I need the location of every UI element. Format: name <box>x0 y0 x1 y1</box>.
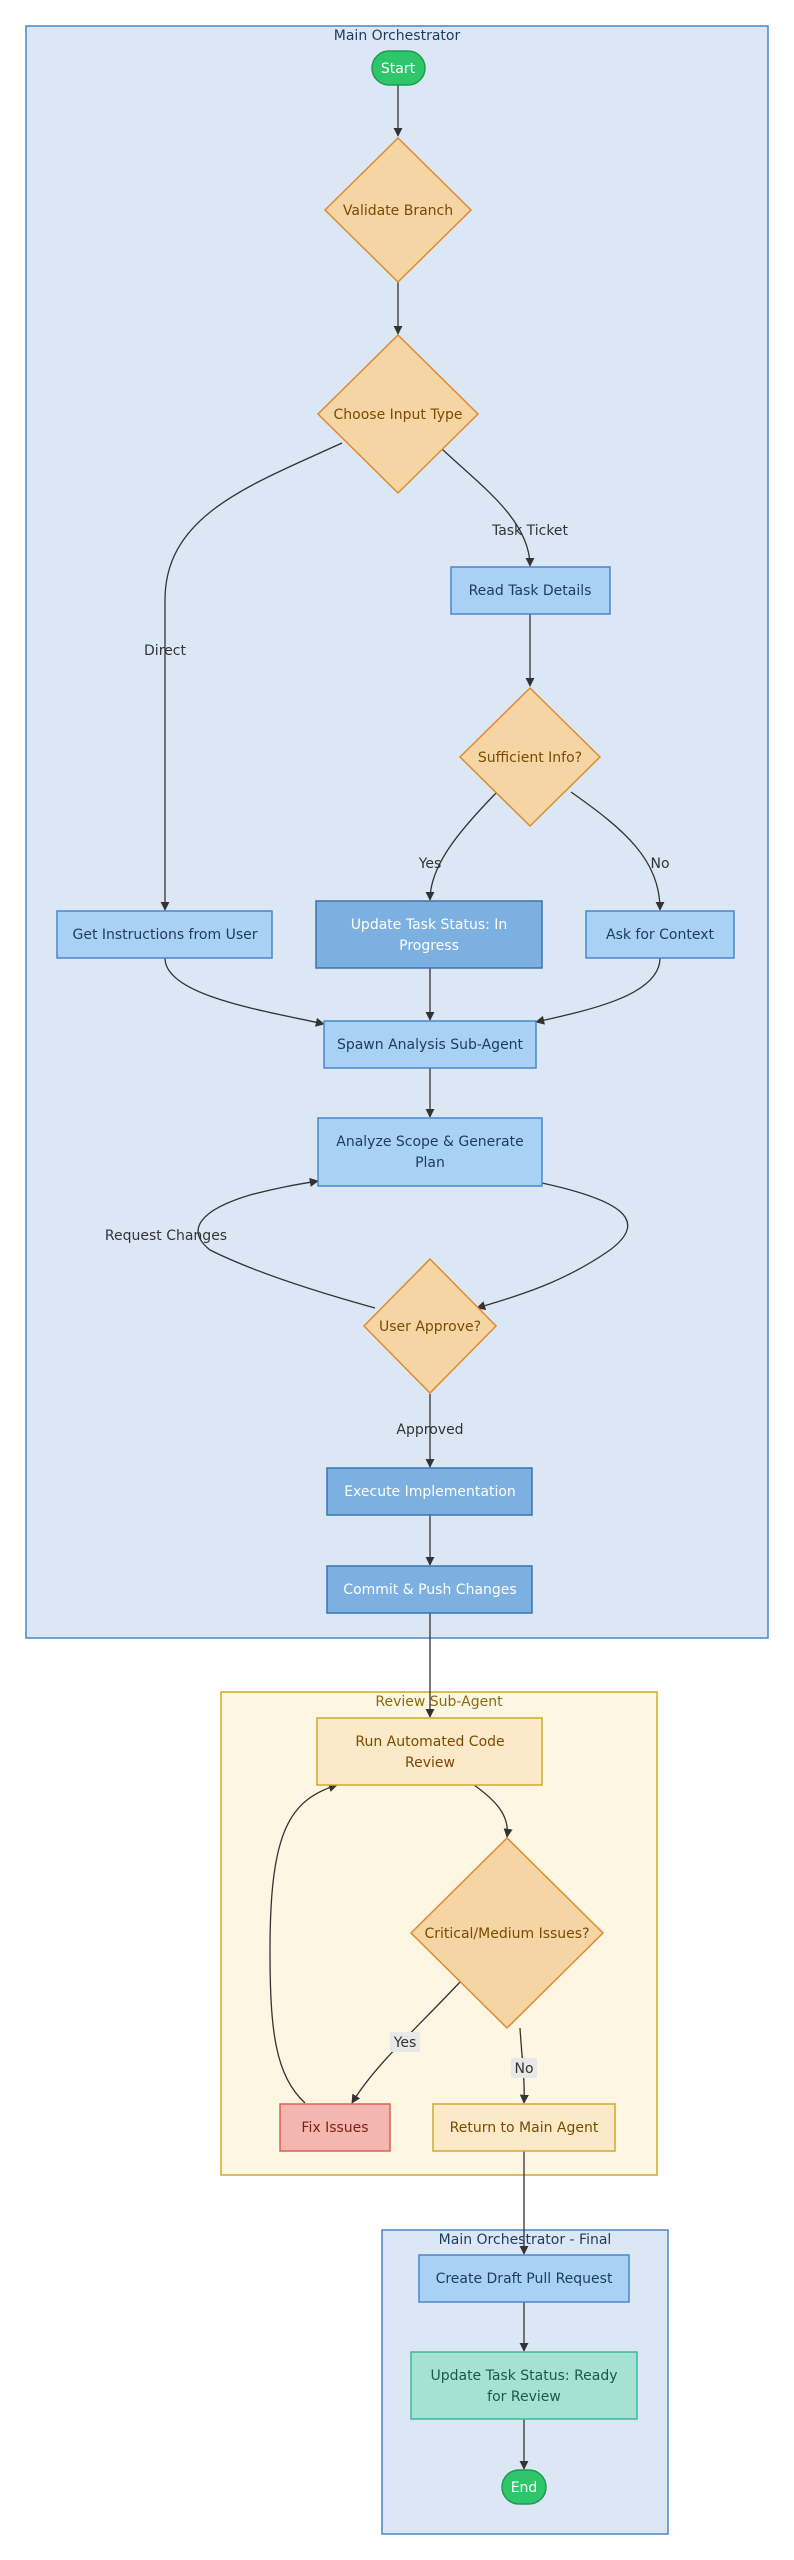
node-start[interactable]: Start <box>371 50 426 86</box>
edge-label-review-yes: Yes <box>393 2035 417 2051</box>
edge-labels: Task Ticket Direct Yes No Request Change… <box>105 523 670 2078</box>
edge-askcontext-spawn <box>535 957 661 1025</box>
node-commit-push[interactable]: Commit & Push Changes <box>326 1565 533 1614</box>
node-end[interactable]: End <box>501 2469 547 2505</box>
node-start-text: Start <box>381 61 416 77</box>
edge-label-approved: Approved <box>396 1422 463 1438</box>
node-read-task-details-text: Read Task Details <box>469 583 592 599</box>
node-update-in-progress-line2: Progress <box>399 938 459 954</box>
node-spawn-analysis[interactable]: Spawn Analysis Sub-Agent <box>323 1020 537 1069</box>
node-spawn-analysis-text: Spawn Analysis Sub-Agent <box>337 1037 524 1053</box>
node-fix-issues[interactable]: Fix Issues <box>279 2103 391 2152</box>
edge-label-direct: Direct <box>144 643 186 659</box>
edge-runreview-critical <box>473 1784 513 1838</box>
node-run-code-review-shape <box>316 1717 543 1786</box>
node-ask-for-context-shape <box>585 910 735 959</box>
node-end-shape <box>501 2469 547 2505</box>
node-user-approve-text: User Approve? <box>379 1319 481 1335</box>
subgraph-main-box <box>25 25 769 1639</box>
node-get-instructions-text: Get Instructions from User <box>72 927 257 943</box>
edges <box>160 85 665 2470</box>
node-user-approve-shape <box>362 1257 498 1395</box>
node-validate-branch-text: Validate Branch <box>343 203 453 219</box>
node-update-ready-review-shape <box>410 2351 638 2420</box>
node-choose-input-type-text: Choose Input Type <box>334 407 463 423</box>
node-critical-issues[interactable]: Critical/Medium Issues? <box>409 1836 605 2030</box>
node-ask-for-context[interactable]: Ask for Context <box>585 910 735 959</box>
node-critical-issues-text: Critical/Medium Issues? <box>424 1926 589 1942</box>
edge-sufficient-askcontext <box>570 791 665 911</box>
node-ask-for-context-text: Ask for Context <box>606 927 714 943</box>
node-fix-issues-text: Fix Issues <box>301 2120 368 2136</box>
node-execute-implementation-text: Execute Implementation <box>344 1484 516 1500</box>
node-update-in-progress-shape <box>315 900 543 969</box>
edge-label-request-changes: Request Changes <box>105 1228 227 1244</box>
node-choose-input-type[interactable]: Choose Input Type <box>316 333 480 495</box>
node-commit-push-shape <box>326 1565 533 1614</box>
node-fix-issues-shape <box>279 2103 391 2152</box>
node-sufficient-info-text: Sufficient Info? <box>478 750 582 766</box>
node-return-main-agent[interactable]: Return to Main Agent <box>432 2103 616 2152</box>
node-update-in-progress[interactable]: Update Task Status: In Progress <box>315 900 543 969</box>
node-critical-issues-shape <box>409 1836 605 2030</box>
node-update-in-progress-line1: Update Task Status: In <box>351 917 508 933</box>
node-return-main-agent-shape <box>432 2103 616 2152</box>
node-update-ready-review-line1: Update Task Status: Ready <box>430 2368 617 2384</box>
node-analyze-scope-line1: Analyze Scope & Generate <box>336 1134 523 1150</box>
node-spawn-analysis-shape <box>323 1020 537 1069</box>
subgraph-main-title: Main Orchestrator <box>334 28 461 44</box>
edge-analyze-userapprove <box>476 1182 629 1310</box>
edge-label-no: No <box>650 856 669 872</box>
node-create-draft-pr[interactable]: Create Draft Pull Request <box>418 2254 630 2303</box>
node-run-code-review[interactable]: Run Automated Code Review <box>316 1717 543 1786</box>
edge-getinstructions-spawn <box>164 957 325 1027</box>
node-update-ready-review[interactable]: Update Task Status: Ready for Review <box>410 2351 638 2420</box>
node-run-code-review-line2: Review <box>405 1755 455 1771</box>
node-analyze-scope-shape <box>317 1117 543 1187</box>
edge-label-review-no-bg <box>511 2058 537 2078</box>
edge-choose-readtask <box>441 448 535 567</box>
edge-label-review-no: No <box>514 2061 533 2077</box>
edge-fixissues-runreview <box>269 1783 338 2104</box>
node-sufficient-info-shape <box>458 686 602 828</box>
node-read-task-details[interactable]: Read Task Details <box>450 566 611 615</box>
edge-label-yes: Yes <box>418 856 442 872</box>
node-validate-branch-shape <box>323 136 473 284</box>
node-run-code-review-line1: Run Automated Code <box>355 1734 504 1750</box>
node-create-draft-pr-shape <box>418 2254 630 2303</box>
edge-sufficient-updateinprogress <box>425 791 498 901</box>
node-get-instructions[interactable]: Get Instructions from User <box>56 910 273 959</box>
edge-choose-gettinstructions <box>160 442 343 911</box>
node-choose-input-type-shape <box>316 333 480 495</box>
node-get-instructions-shape <box>56 910 273 959</box>
subgraph-review-title: Review Sub-Agent <box>375 1694 503 1710</box>
node-start-shape <box>371 50 426 86</box>
subgraph-final-title: Main Orchestrator - Final <box>439 2232 612 2248</box>
node-commit-push-text: Commit & Push Changes <box>343 1582 516 1598</box>
edge-label-task-ticket: Task Ticket <box>491 523 569 539</box>
node-execute-implementation[interactable]: Execute Implementation <box>326 1467 533 1516</box>
node-update-ready-review-line2: for Review <box>487 2389 561 2405</box>
edge-label-review-yes-bg <box>390 2032 420 2052</box>
node-validate-branch[interactable]: Validate Branch <box>323 136 473 284</box>
nodes: Start Validate Branch Choose Input Type … <box>56 50 735 2505</box>
subgraph-main-orchestrator: Main Orchestrator <box>25 25 769 1639</box>
node-create-draft-pr-text: Create Draft Pull Request <box>436 2271 613 2287</box>
node-user-approve[interactable]: User Approve? <box>362 1257 498 1395</box>
node-execute-implementation-shape <box>326 1467 533 1516</box>
node-sufficient-info[interactable]: Sufficient Info? <box>458 686 602 828</box>
node-analyze-scope-line2: Plan <box>415 1155 445 1171</box>
node-end-text: End <box>511 2480 538 2496</box>
node-analyze-scope[interactable]: Analyze Scope & Generate Plan <box>317 1117 543 1187</box>
edge-userapprove-analyze-request-changes <box>197 1177 376 1309</box>
node-return-main-agent-text: Return to Main Agent <box>450 2120 599 2136</box>
node-read-task-details-shape <box>450 566 611 615</box>
